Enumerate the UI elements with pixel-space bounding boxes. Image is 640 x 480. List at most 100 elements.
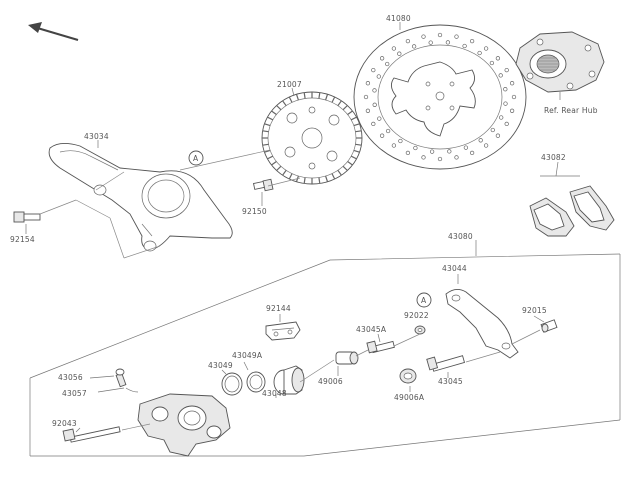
sensor-ring-tooth [303, 92, 306, 99]
label-92022: 92022 [404, 311, 429, 320]
sensor-ring-tooth [347, 161, 353, 166]
bolt-92043 [62, 426, 121, 443]
sensor-ring-tooth [353, 123, 360, 127]
sensor-ring-tooth [295, 94, 299, 101]
rotor-drill-hole [391, 143, 397, 148]
label-43080: 43080 [448, 232, 473, 241]
caliper-holder [445, 289, 519, 359]
label-21007: 21007 [277, 80, 302, 89]
rotor-drill-hole [499, 115, 504, 120]
rotor-drill-hole [437, 156, 443, 162]
bleed-valve-43056 [115, 368, 127, 388]
rotor-drill-hole [421, 34, 426, 39]
label-43045a: 43045A [356, 325, 387, 334]
rotor-drill-hole [411, 44, 417, 49]
rotor-drill-hole [483, 46, 489, 51]
rotor-drill-hole [429, 149, 435, 154]
rotor-drill-hole [463, 145, 469, 150]
label-43049a: 43049A [232, 351, 263, 360]
sensor-ring-tooth [350, 155, 357, 160]
rotor-drill-hole [469, 38, 475, 44]
rotor-drill-hole [504, 121, 509, 127]
sensor-ring-tooth [282, 100, 287, 106]
washer-92022 [414, 325, 426, 335]
sensor-ring-tooth [271, 161, 277, 166]
front-direction-arrow [28, 22, 79, 41]
sensor-ring-tooth [271, 110, 277, 115]
rotor-drill-hole [478, 138, 483, 143]
rotor-drill-hole [454, 155, 459, 160]
rotor-drill-hole [445, 40, 451, 45]
sensor-ring-tooth [276, 165, 282, 171]
label-43034: 43034 [84, 132, 109, 141]
rotor-drill-hole [498, 73, 503, 78]
sensor-ring-tooth [262, 130, 269, 133]
sensor-ring-tooth [350, 116, 357, 121]
sensor-ring-tooth [325, 94, 329, 101]
label-92154: 92154 [10, 235, 35, 244]
rotor-drill-hole [405, 38, 411, 44]
label-43082: 43082 [541, 153, 566, 162]
sensor-ring-tooth [276, 105, 282, 111]
rotor-drill-hole [363, 94, 369, 100]
rotor-drill-hole [385, 61, 390, 67]
sensor-ring-tooth [264, 149, 271, 153]
bleed-cap-43057 [125, 387, 139, 393]
rotor-drill-hole [391, 46, 397, 51]
sensor-ring-tooth [342, 105, 348, 111]
rotor-drill-hole [379, 133, 385, 138]
sensor-ring-tooth [331, 173, 336, 180]
rotor-drill-hole [495, 56, 501, 61]
rotor-drill-hole [372, 102, 377, 107]
rotor-drill-holes [363, 32, 517, 162]
label-43044: 43044 [442, 264, 467, 273]
label-rear-hub-ref: Ref. Rear Hub [544, 106, 598, 115]
boot-49006a [399, 368, 417, 384]
caliper-bracket [48, 143, 233, 252]
sensor-ring-tooth [267, 116, 274, 121]
boot-43049a [221, 372, 243, 396]
rotor-drill-hole [503, 87, 508, 92]
bolt-92150 [252, 178, 274, 192]
label-92144: 92144 [266, 304, 291, 313]
rotor-drill-hole [454, 34, 459, 39]
rotor-drill-hole [509, 108, 515, 113]
cap-49006 [335, 351, 359, 365]
rotor-drill-hole [372, 88, 377, 93]
sensor-ring-tooth [337, 170, 342, 176]
rotor-drill-hole [405, 150, 411, 156]
rotor-drill-hole [437, 32, 443, 38]
rotor-drill-hole [421, 155, 426, 160]
sensor-ring-tooth [347, 110, 353, 115]
label-92150: 92150 [242, 207, 267, 216]
sensor-ring-tooth [288, 96, 293, 103]
sensor-ring-tooth [337, 100, 342, 106]
rear-hub [515, 31, 605, 93]
sensor-ring-tooth [288, 173, 293, 180]
rotor-drill-hole [371, 121, 376, 127]
rotor-drill-hole [509, 81, 515, 86]
rotor-drill-hole [483, 143, 489, 148]
rotor-drill-hole [477, 50, 482, 56]
label-49006a: 49006A [394, 393, 425, 402]
label-ref-a-upper: A [193, 154, 199, 163]
rotor-drill-hole [376, 74, 381, 79]
sensor-ring-tooth [355, 130, 362, 133]
sensor-ring-tooth [267, 155, 274, 160]
pin-43045 [426, 355, 466, 372]
caliper-body [137, 393, 231, 457]
rotor-drill-hole [397, 51, 402, 56]
label-43056: 43056 [58, 373, 83, 382]
label-49006: 49006 [318, 377, 343, 386]
rotor-drill-hole [365, 81, 371, 86]
caliper-assembly-frame [29, 253, 621, 457]
rotor-drill-hole [365, 108, 371, 113]
reference-a-lower [416, 292, 432, 308]
piston-43048 [273, 365, 305, 395]
abs-sensor-ring [261, 91, 363, 185]
rotor-drill-hole [428, 40, 433, 45]
label-43048: 43048 [262, 389, 287, 398]
pin-92015 [540, 319, 558, 333]
